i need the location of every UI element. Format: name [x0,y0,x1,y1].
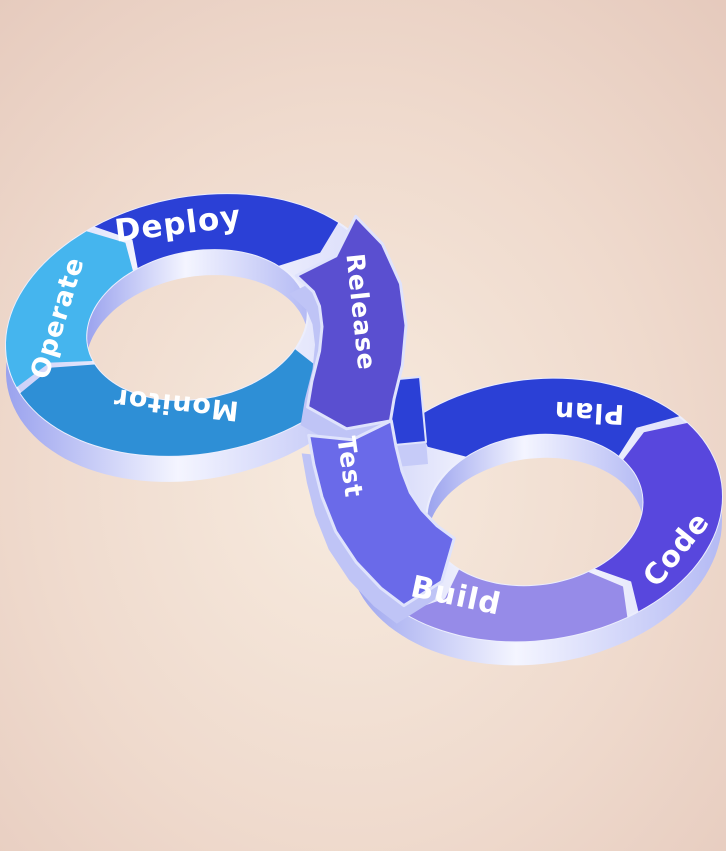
segment-code [595,423,722,612]
band-test [307,419,456,608]
ring-inner-wall [86,249,308,391]
left-ring [5,193,389,482]
segment-plan [415,378,680,457]
label-plan: Plan [553,395,625,430]
segment-operate [6,231,133,388]
band-release [294,214,408,431]
segment-monitor [20,349,367,456]
segment-deploy [94,194,339,268]
ring-inner-wall [426,433,644,568]
segment-build [404,569,628,642]
release-to-test-connector [289,214,456,624]
